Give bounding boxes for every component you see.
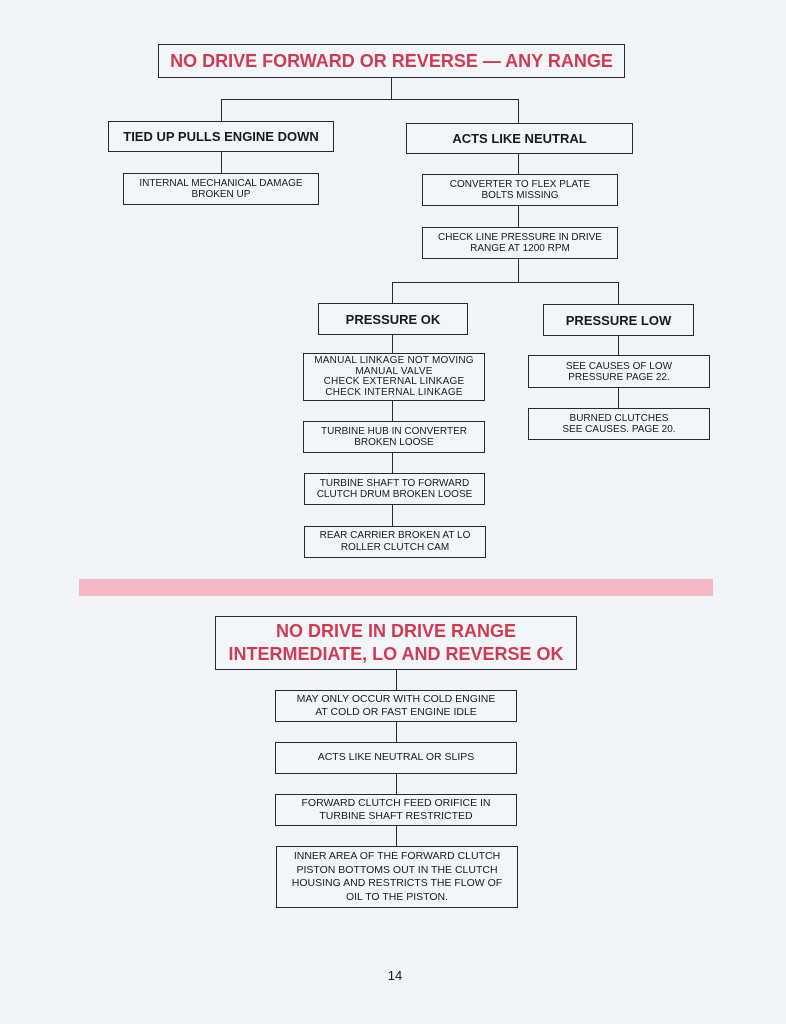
piston-box: INNER AREA OF THE FORWARD CLUTCH PISTON … xyxy=(276,846,518,908)
converter-box: CONVERTER TO FLEX PLATE BOLTS MISSING xyxy=(422,174,618,206)
pressure-low-box: PRESSURE LOW xyxy=(543,304,694,336)
section-divider xyxy=(79,579,713,596)
connector xyxy=(618,335,620,356)
section-title: NO DRIVE IN DRIVE RANGE INTERMEDIATE, LO… xyxy=(215,616,577,670)
connector xyxy=(518,258,520,283)
section-title: NO DRIVE FORWARD OR REVERSE — ANY RANGE xyxy=(158,44,625,78)
connector xyxy=(618,387,620,409)
connector xyxy=(518,205,520,228)
connector xyxy=(392,400,394,422)
connector xyxy=(392,504,394,527)
acts-neutral-box: ACTS LIKE NEUTRAL xyxy=(406,123,633,154)
pressure-ok-box: PRESSURE OK xyxy=(318,303,468,335)
orifice-box: FORWARD CLUTCH FEED ORIFICE IN TURBINE S… xyxy=(275,794,517,826)
cold-engine-box: MAY ONLY OCCUR WITH COLD ENGINE AT COLD … xyxy=(275,690,517,722)
connector xyxy=(221,99,519,101)
connector xyxy=(221,151,223,174)
connector xyxy=(518,99,520,124)
connector xyxy=(618,282,620,305)
connector xyxy=(396,669,398,691)
connector xyxy=(392,334,394,354)
neutral-slips-box: ACTS LIKE NEUTRAL OR SLIPS xyxy=(275,742,517,774)
connector xyxy=(392,282,394,304)
manual-linkage-box: MANUAL LINKAGE NOT MOVING MANUAL VALVE C… xyxy=(303,353,485,401)
connector xyxy=(396,773,398,795)
connector xyxy=(221,99,223,122)
page-number: 14 xyxy=(387,968,403,983)
connector xyxy=(392,282,619,284)
connector xyxy=(396,825,398,847)
connector xyxy=(518,153,520,175)
turbine-shaft-box: TURBINE SHAFT TO FORWARD CLUTCH DRUM BRO… xyxy=(304,473,485,505)
internal-damage-box: INTERNAL MECHANICAL DAMAGE BROKEN UP xyxy=(123,173,319,205)
low-causes-box: SEE CAUSES OF LOW PRESSURE PAGE 22. xyxy=(528,355,710,388)
connector xyxy=(396,721,398,743)
connector xyxy=(392,452,394,474)
tied-up-box: TIED UP PULLS ENGINE DOWN xyxy=(108,121,334,152)
burned-clutches-box: BURNED CLUTCHES SEE CAUSES. PAGE 20. xyxy=(528,408,710,440)
connector xyxy=(391,77,393,100)
rear-carrier-box: REAR CARRIER BROKEN AT LO ROLLER CLUTCH … xyxy=(304,526,486,558)
check-pressure-box: CHECK LINE PRESSURE IN DRIVE RANGE AT 12… xyxy=(422,227,618,259)
turbine-hub-box: TURBINE HUB IN CONVERTER BROKEN LOOSE xyxy=(303,421,485,453)
